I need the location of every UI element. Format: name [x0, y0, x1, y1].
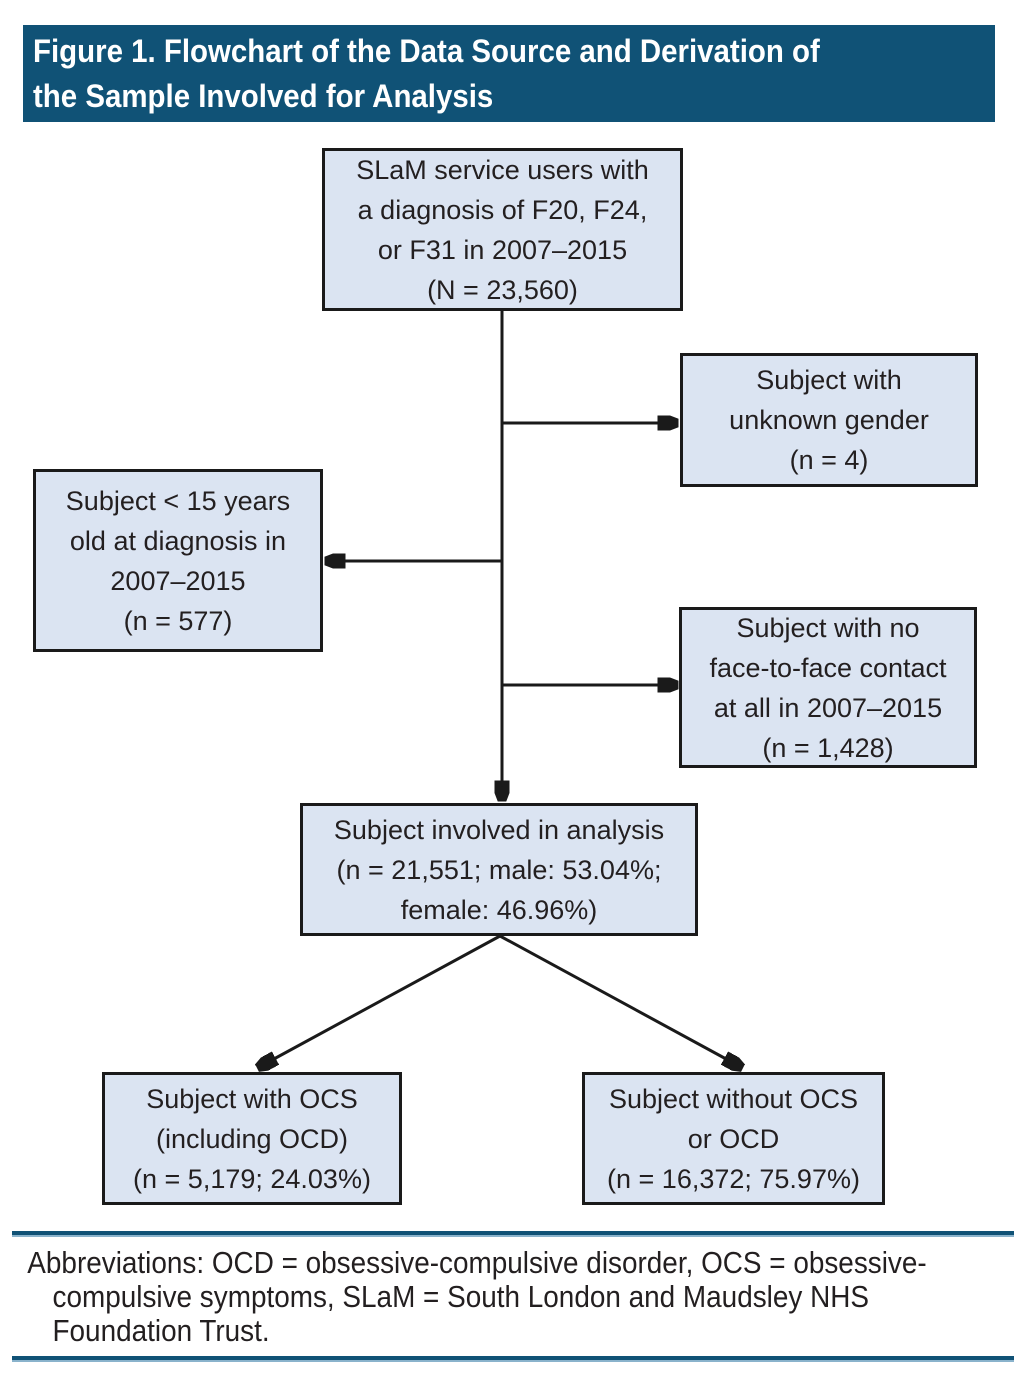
box-unknown-gender-text: Subject with unknown gender (n = 4) [729, 365, 929, 475]
box-with-ocs-text: Subject with OCS (including OCD) (n = 5,… [133, 1083, 371, 1194]
figure-title: Figure 1. Flowchart of the Data Source a… [33, 33, 820, 114]
box-involved-in-analysis: Subject involved in analysis (n = 21,551… [300, 803, 698, 936]
box-source-population-text: SLaM service users with a diagnosis of F… [356, 154, 649, 305]
box-involved-in-analysis-text: Subject involved in analysis (n = 21,551… [333, 814, 665, 925]
box-without-ocs: Subject without OCS or OCD (n = 16,372; … [582, 1072, 885, 1205]
box-source-population: SLaM service users with a diagnosis of F… [322, 148, 683, 311]
arrow-analysis-to-with-ocs [261, 934, 501, 1066]
abbreviations-note: Abbreviations: OCD = obsessive-compulsiv… [27, 1245, 927, 1348]
footnote-bottom-rule [12, 1356, 1014, 1362]
footnote-top-rule [12, 1231, 1014, 1237]
arrow-analysis-to-without-ocs [499, 934, 739, 1066]
box-no-face-to-face-contact: Subject with no face-to-face contact at … [679, 607, 977, 768]
box-with-ocs: Subject with OCS (including OCD) (n = 5,… [102, 1072, 402, 1205]
figure-title-bar: Figure 1. Flowchart of the Data Source a… [23, 25, 995, 122]
box-under-15-years-text: Subject < 15 years old at diagnosis in 2… [65, 485, 291, 636]
box-no-face-to-face-contact-text: Subject with no face-to-face contact at … [709, 612, 947, 763]
box-under-15-years: Subject < 15 years old at diagnosis in 2… [33, 469, 323, 652]
box-unknown-gender: Subject with unknown gender (n = 4) [680, 353, 978, 487]
box-without-ocs-text: Subject without OCS or OCD (n = 16,372; … [607, 1083, 860, 1194]
